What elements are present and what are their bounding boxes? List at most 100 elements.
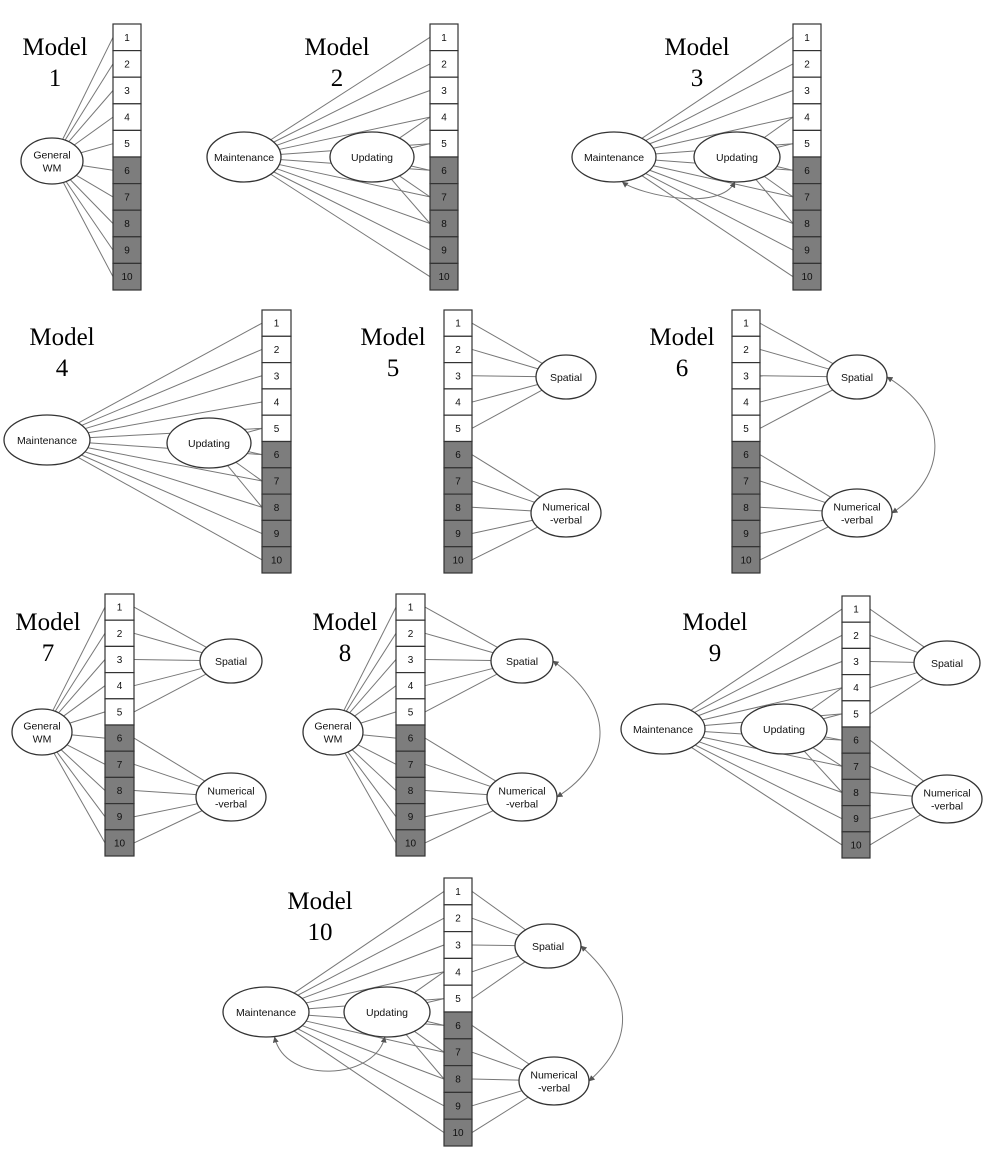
loading-path-m-to-10 xyxy=(270,173,431,278)
indicator-box-6 xyxy=(112,156,142,185)
model-title: 2 xyxy=(331,65,344,92)
latent-factor-n: Numerical-verbal xyxy=(518,1056,590,1106)
indicator-box-6 xyxy=(395,724,426,752)
loading-path-g-to-4 xyxy=(63,685,106,717)
indicator-box-7 xyxy=(841,752,871,781)
loading-path-g-to-4 xyxy=(354,685,397,717)
indicator-box-9 xyxy=(395,802,426,831)
indicator-box-10 xyxy=(261,546,292,574)
indicator-label: 3 xyxy=(455,371,461,382)
latent-label: WM xyxy=(33,734,52,746)
loading-path-n-to-7 xyxy=(133,763,200,787)
loading-path-m-to-1 xyxy=(270,36,431,141)
indicator-label: 7 xyxy=(455,476,461,487)
loading-path-n-to-7 xyxy=(759,480,826,504)
indicator-box-2 xyxy=(841,621,871,650)
indicator-label: 6 xyxy=(455,450,461,461)
latent-ellipse xyxy=(620,703,706,755)
indicator-label: 7 xyxy=(804,192,810,203)
latent-ellipse xyxy=(302,708,364,756)
model-title: 4 xyxy=(56,355,69,382)
loading-path-n-to-9 xyxy=(471,519,533,535)
indicator-label: 10 xyxy=(121,272,133,283)
indicator-label: 2 xyxy=(455,345,461,356)
loading-path-m-to-10 xyxy=(691,746,843,846)
loading-path-s-to-1 xyxy=(133,606,207,648)
indicator-label: 9 xyxy=(804,246,810,257)
indicator-box-3 xyxy=(261,362,292,390)
indicator-box-5 xyxy=(395,698,426,726)
loading-path-g-to-8 xyxy=(69,179,114,224)
indicator-label: 3 xyxy=(274,371,280,382)
loading-path-n-to-6 xyxy=(759,454,831,498)
latent-label: Numerical xyxy=(833,502,880,514)
loading-path-n-to-10 xyxy=(133,810,203,844)
indicator-label: 1 xyxy=(455,887,461,898)
model-title: Model xyxy=(682,609,747,636)
indicator-label: 6 xyxy=(408,734,414,745)
indicator-box-10 xyxy=(792,262,822,291)
indicator-label: 4 xyxy=(455,398,461,409)
loading-path-s-to-3 xyxy=(471,375,537,378)
indicator-box-3 xyxy=(443,362,473,390)
loading-path-m-to-9 xyxy=(297,1028,445,1107)
indicator-box-2 xyxy=(443,904,473,933)
loading-path-g-to-5 xyxy=(360,711,397,724)
latent-factor-u: Updating xyxy=(166,417,252,469)
indicator-label: 10 xyxy=(740,555,752,566)
loading-path-m-to-8 xyxy=(698,741,843,793)
loading-paths xyxy=(52,606,207,844)
loading-path-n-to-8 xyxy=(471,506,532,512)
loading-path-g-to-2 xyxy=(345,633,397,712)
loading-path-u-to-8 xyxy=(405,1034,445,1080)
latent-factor-s: Spatial xyxy=(535,354,597,400)
loading-path-u-to-5 xyxy=(776,143,794,149)
indicator-label: 10 xyxy=(114,838,126,849)
indicator-label: 2 xyxy=(124,59,130,70)
loading-path-s-to-4 xyxy=(869,672,918,689)
loading-path-n-to-6 xyxy=(133,737,206,782)
indicator-box-9 xyxy=(429,236,459,265)
indicator-label: 3 xyxy=(124,86,130,97)
indicator-box-2 xyxy=(104,619,135,648)
latent-label: WM xyxy=(43,163,62,175)
loading-path-m-to-8 xyxy=(84,451,263,508)
indicator-label: 2 xyxy=(853,631,859,642)
indicator-label: 8 xyxy=(853,788,859,799)
indicator-label: 4 xyxy=(804,113,810,124)
indicator-label: 2 xyxy=(274,345,280,356)
indicator-box-1 xyxy=(443,309,473,337)
indicator-label: 1 xyxy=(804,33,810,44)
indicator-box-7 xyxy=(395,750,426,779)
loading-path-n-to-7 xyxy=(471,480,535,503)
loading-path-u-to-7 xyxy=(235,461,263,482)
indicator-label: 6 xyxy=(743,450,749,461)
indicator-box-5 xyxy=(261,414,292,443)
latent-label: -verbal xyxy=(506,799,538,811)
loading-path-g-to-9 xyxy=(56,751,106,817)
loading-path-u-to-7 xyxy=(812,747,843,767)
indicator-label: 3 xyxy=(441,86,447,97)
loading-path-s-to-5 xyxy=(424,673,498,713)
indicator-label: 5 xyxy=(743,424,749,435)
latent-factor-s: Spatial xyxy=(490,638,554,684)
latent-ellipse xyxy=(826,354,888,400)
loading-path-u-to-5 xyxy=(246,427,263,433)
latent-label: Updating xyxy=(351,152,393,164)
indicator-label: 5 xyxy=(274,424,280,435)
indicator-label: 10 xyxy=(452,555,464,566)
latent-factor-n: Numerical-verbal xyxy=(486,772,558,822)
indicator-label: 3 xyxy=(455,941,461,952)
indicator-box-3 xyxy=(841,647,871,676)
loading-path-u-to-4 xyxy=(810,687,843,711)
indicator-box-7 xyxy=(112,183,142,211)
loading-path-u-to-6 xyxy=(248,451,263,456)
loading-paths xyxy=(641,36,794,278)
